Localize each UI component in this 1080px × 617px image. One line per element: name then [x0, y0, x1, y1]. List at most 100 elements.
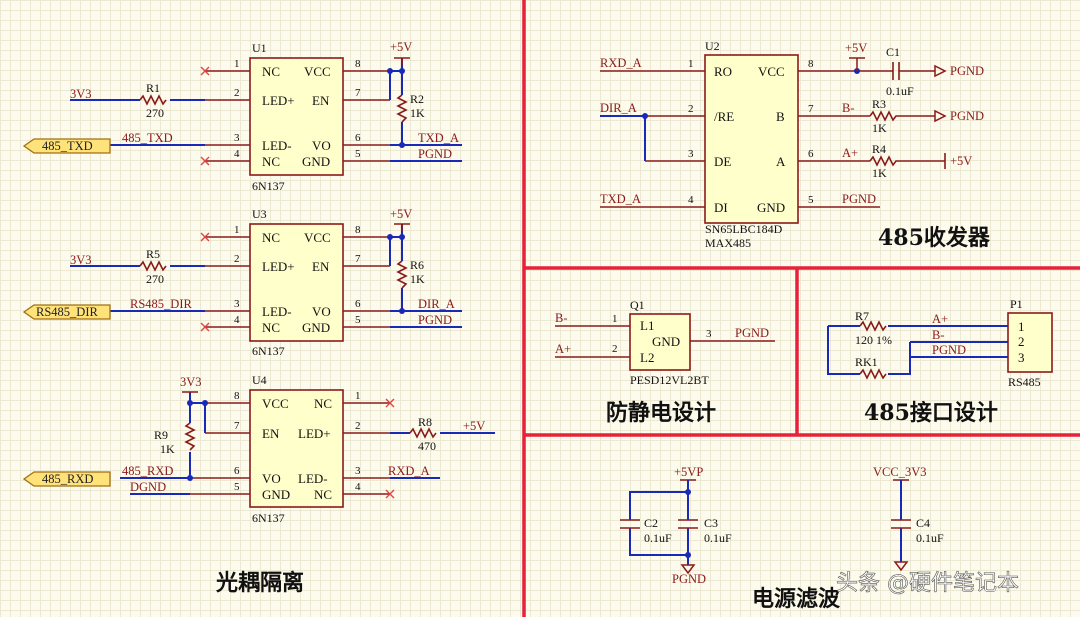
svg-text:P1: P1 [1010, 297, 1023, 311]
section-dividers [522, 0, 1080, 617]
svg-text:C3: C3 [704, 516, 718, 530]
svg-text:PGND: PGND [672, 572, 706, 586]
svg-text:6N137: 6N137 [252, 511, 285, 525]
u4-optocoupler: U4 6N137 VCC EN VO GND NC LED+ LED- NC 8… [22, 373, 495, 525]
svg-text:DIR_A: DIR_A [600, 101, 637, 115]
svg-text:3V3: 3V3 [70, 87, 92, 101]
svg-text:DIR_A: DIR_A [418, 297, 455, 311]
svg-text:EN: EN [312, 93, 330, 108]
svg-text:LED+: LED+ [262, 93, 295, 108]
svg-text:RS485_DIR: RS485_DIR [36, 305, 98, 319]
svg-text:R3: R3 [872, 97, 886, 111]
svg-text:R6: R6 [410, 258, 424, 272]
svg-text:0.1uF: 0.1uF [886, 84, 914, 98]
svg-text:MAX485: MAX485 [705, 236, 751, 250]
svg-text:VCC: VCC [262, 396, 289, 411]
esd-title: 防静电设计 [606, 400, 716, 426]
svg-text:L2: L2 [640, 350, 654, 365]
svg-text:3: 3 [234, 298, 240, 310]
svg-text:TXD_A: TXD_A [600, 192, 641, 206]
svg-text:8: 8 [808, 58, 814, 70]
svg-text:5: 5 [355, 314, 361, 326]
svg-text:2: 2 [234, 87, 240, 99]
u2-transceiver: U2 SN65LBC184D MAX485 RO /RE DE DI VCC B… [600, 39, 984, 250]
svg-text:1K: 1K [160, 442, 175, 456]
svg-text:LED-: LED- [298, 471, 328, 486]
svg-text:485_RXD: 485_RXD [122, 464, 173, 478]
svg-text:C1: C1 [886, 45, 900, 59]
svg-text:6: 6 [355, 298, 361, 310]
svg-text:EN: EN [262, 426, 280, 441]
svg-text:6: 6 [355, 132, 361, 144]
svg-text:3V3: 3V3 [70, 253, 92, 267]
svg-text:PGND: PGND [842, 192, 876, 206]
svg-text:6: 6 [234, 465, 240, 477]
svg-text:NC: NC [314, 487, 332, 502]
svg-text:NC: NC [262, 154, 280, 169]
svg-text:A: A [776, 154, 786, 169]
svg-text:485_RXD: 485_RXD [42, 472, 93, 486]
svg-text:1K: 1K [872, 166, 887, 180]
svg-text:R1: R1 [146, 81, 160, 95]
svg-text:NC: NC [262, 230, 280, 245]
svg-text:C2: C2 [644, 516, 658, 530]
svg-text:R4: R4 [872, 142, 886, 156]
svg-text:6N137: 6N137 [252, 179, 285, 193]
svg-text:GND: GND [262, 487, 290, 502]
svg-text:Q1: Q1 [630, 298, 645, 312]
svg-text:8: 8 [355, 58, 361, 70]
svg-text:2: 2 [688, 103, 694, 115]
svg-text:B-: B- [842, 101, 855, 115]
svg-text:1K: 1K [410, 272, 425, 286]
svg-text:5: 5 [355, 148, 361, 160]
svg-text:C4: C4 [916, 516, 930, 530]
svg-text:RS485_DIR: RS485_DIR [130, 297, 192, 311]
svg-text:L1: L1 [640, 318, 654, 333]
svg-text:LED+: LED+ [298, 426, 331, 441]
svg-text:485_TXD: 485_TXD [122, 131, 173, 145]
svg-text:NC: NC [314, 396, 332, 411]
optocoupler-title: 光耦隔离 [215, 570, 304, 596]
svg-text:PGND: PGND [418, 147, 452, 161]
svg-text:A+: A+ [842, 146, 858, 160]
svg-text:1: 1 [688, 58, 694, 70]
svg-text:0.1uF: 0.1uF [644, 531, 672, 545]
svg-text:2: 2 [355, 420, 361, 432]
power-filter: +5VP C20.1uF C30.1uF PGND VCC_3V3 C40.1u… [620, 465, 944, 586]
svg-text:+5V: +5V [950, 154, 972, 168]
svg-text:U3: U3 [252, 207, 267, 221]
svg-text:+5V: +5V [390, 207, 412, 221]
svg-text:+5VP: +5VP [674, 465, 703, 479]
svg-text:GND: GND [757, 200, 785, 215]
svg-text:1: 1 [234, 58, 240, 70]
svg-text:+5V: +5V [463, 419, 485, 433]
transceiver-title: 485收发器 [878, 225, 991, 251]
svg-text:7: 7 [234, 420, 240, 432]
svg-text:1: 1 [234, 224, 240, 236]
svg-text:B: B [776, 109, 785, 124]
svg-text:4: 4 [234, 314, 240, 326]
svg-text:8: 8 [355, 224, 361, 236]
svg-text:U1: U1 [252, 41, 267, 55]
svg-text:1: 1 [1018, 319, 1025, 334]
svg-text:RK1: RK1 [855, 355, 878, 369]
svg-text:3: 3 [706, 328, 712, 340]
svg-text:1: 1 [355, 390, 361, 402]
svg-text:3: 3 [1018, 350, 1025, 365]
svg-text:PGND: PGND [950, 109, 984, 123]
svg-text:4: 4 [355, 481, 361, 493]
svg-text:6: 6 [808, 148, 814, 160]
svg-text:SN65LBC184D: SN65LBC184D [705, 222, 783, 236]
svg-text:1K: 1K [410, 106, 425, 120]
svg-text:LED-: LED- [262, 138, 292, 153]
svg-text:RXD_A: RXD_A [388, 464, 430, 478]
q1-esd-protection: Q1 PESD12VL2BT L1 L2 GND 12 3 B- A+ PGND [555, 298, 775, 387]
svg-text:PESD12VL2BT: PESD12VL2BT [630, 373, 709, 387]
svg-text:R9: R9 [154, 428, 168, 442]
svg-text:VO: VO [312, 304, 331, 319]
svg-text:DGND: DGND [130, 480, 166, 494]
svg-text:7: 7 [808, 103, 814, 115]
